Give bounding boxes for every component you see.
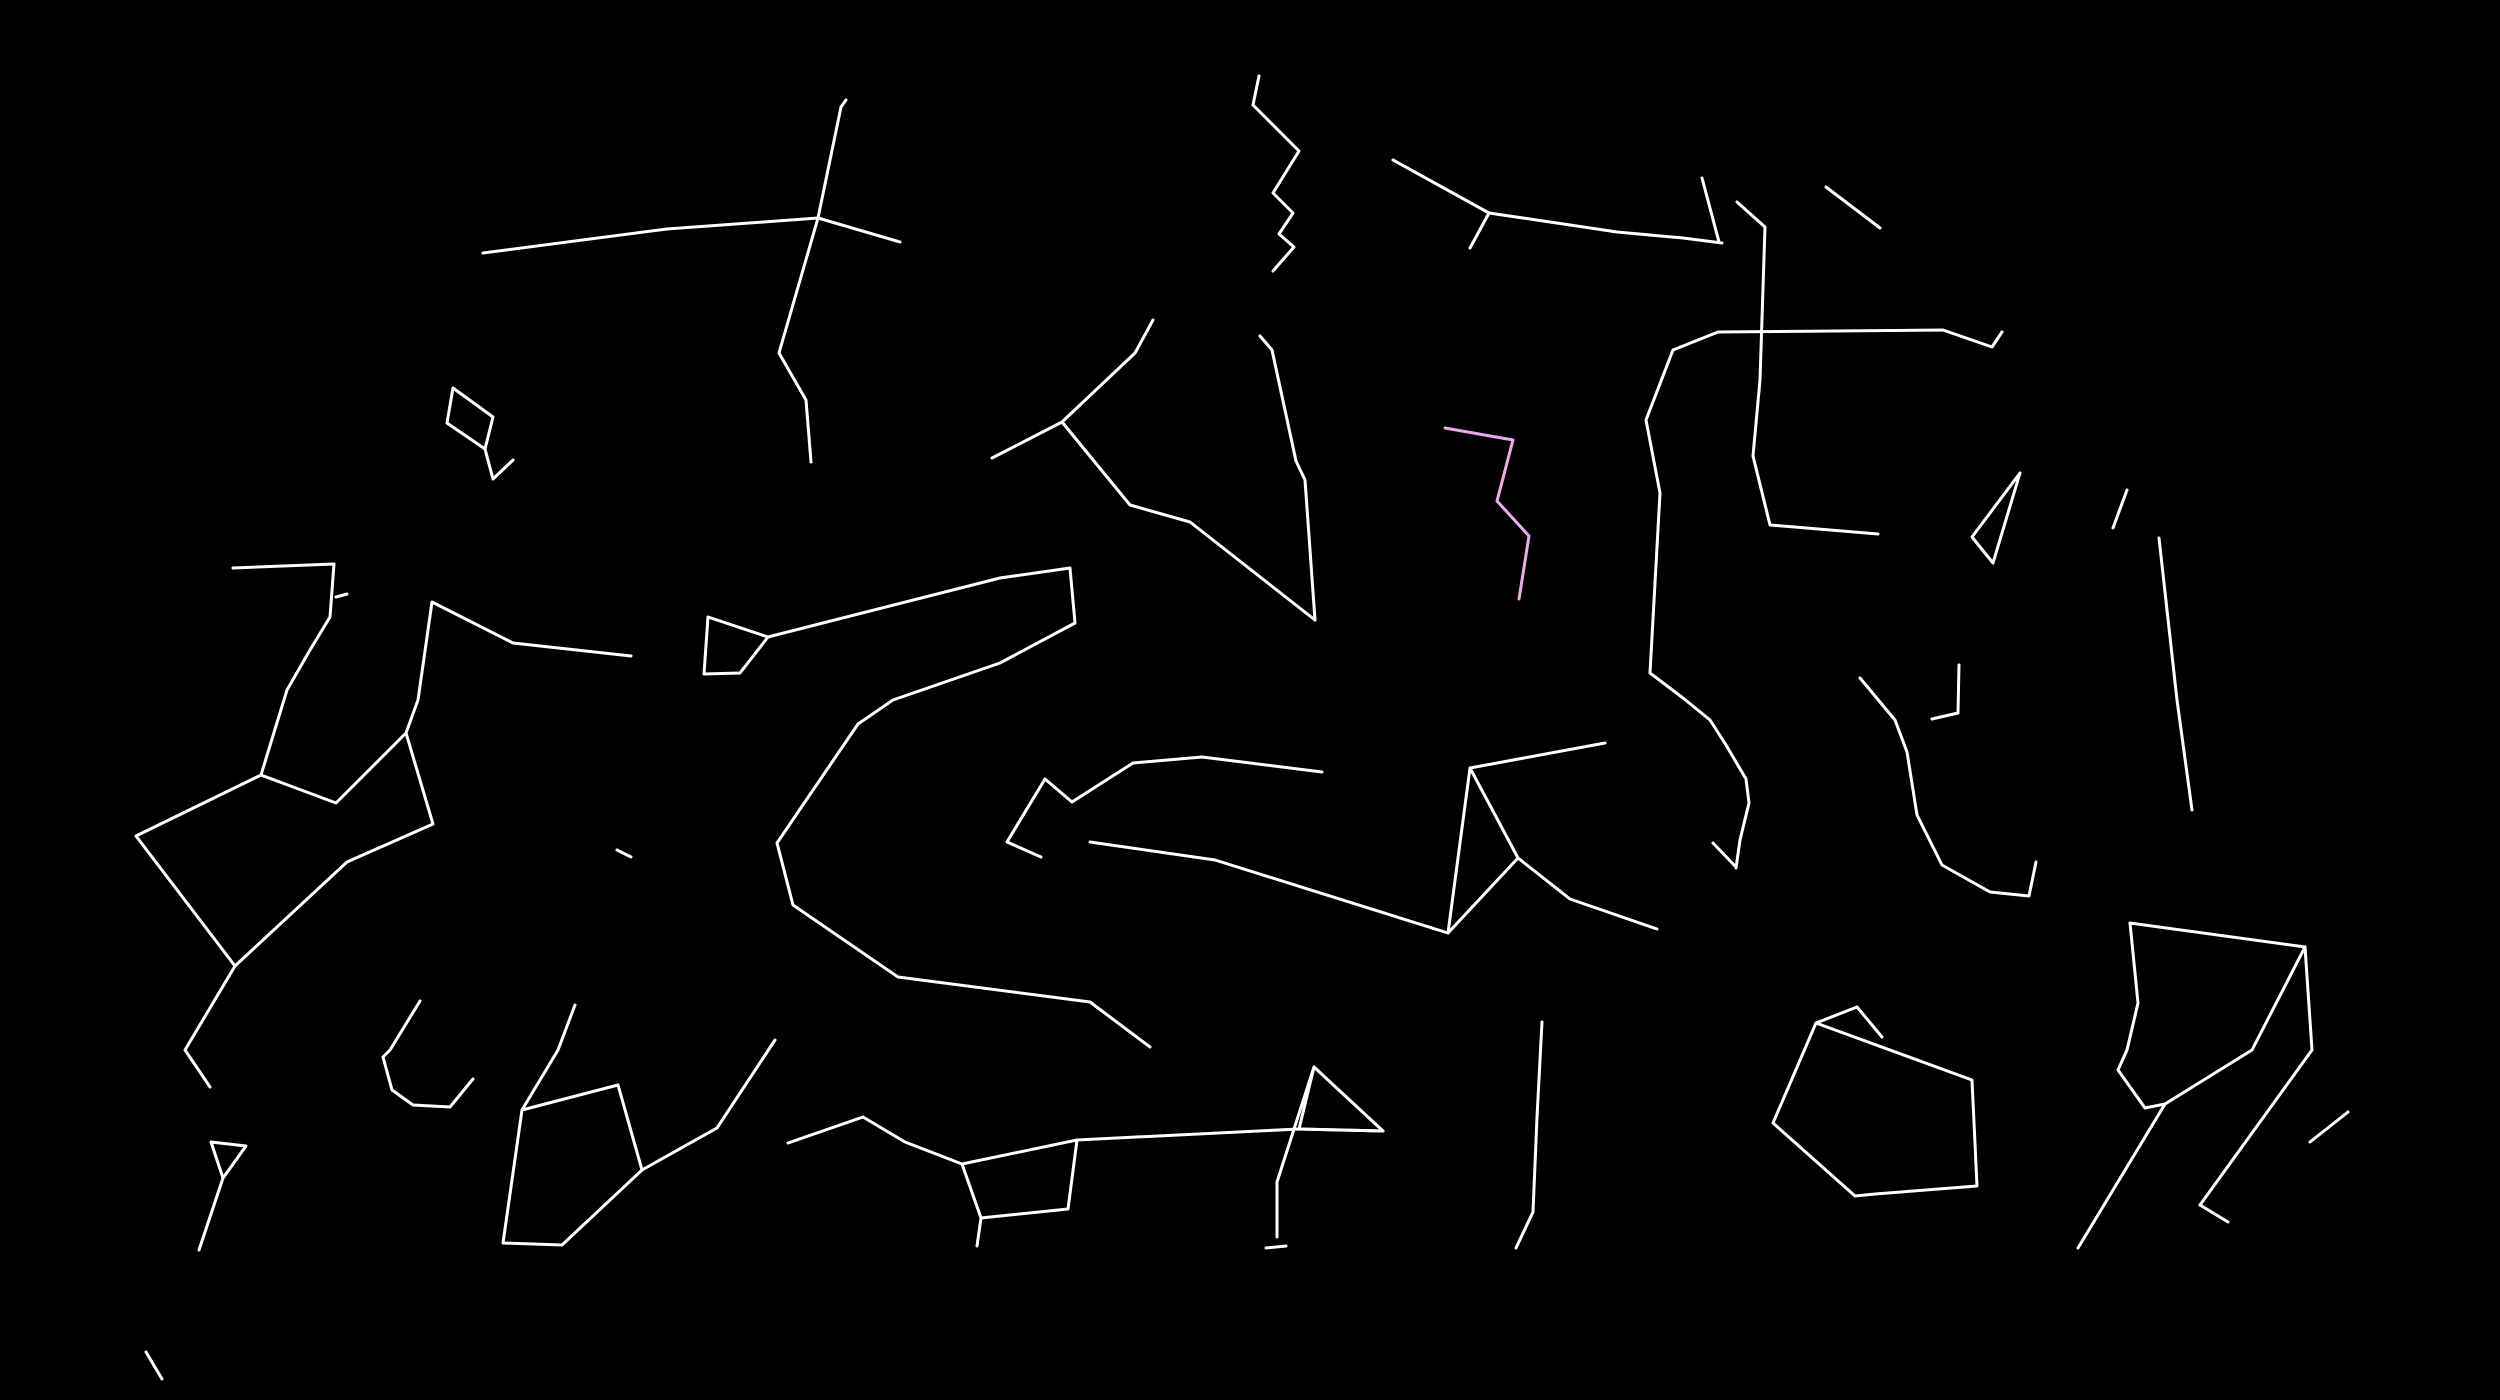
left-peak-tick (334, 592, 349, 599)
right-triangle (1970, 471, 2022, 565)
bottom-left-corner-dash (144, 1350, 164, 1381)
small-flag-left-tail (197, 1176, 225, 1252)
x-cross-horizontal-line (481, 216, 902, 255)
top-steep-dash (1700, 176, 1721, 244)
small-flag-left-triangle (209, 1140, 248, 1180)
trapezoid-long-tail (2076, 1102, 2167, 1250)
trapezoid-top-edge (2128, 921, 2307, 949)
x-cross-vertical-line (777, 98, 848, 464)
center-vertical-line (1514, 1020, 1544, 1250)
claw-zigzag (1005, 761, 1135, 859)
right-wavy-vertical (1735, 200, 1880, 536)
top-curve-branch (1468, 211, 1491, 250)
clamp-diagonal-arm (640, 1038, 777, 1172)
c-hook-bottom-left (381, 999, 475, 1109)
arrow-pentagon-head (702, 615, 770, 676)
left-v-apex-line (404, 600, 633, 735)
right-j-hook (1858, 676, 2038, 898)
sail-spur (1468, 741, 1607, 770)
top-right-dash (1824, 185, 1882, 230)
claw-peak-line (990, 318, 1155, 460)
trapezoid-side-tick (2308, 1110, 2350, 1144)
trapezoid-inner-diagonal (2163, 945, 2307, 1106)
far-right-long-line (2157, 536, 2194, 812)
sail-long-baseline (1088, 840, 1450, 935)
boot-pentagon (1771, 1021, 1979, 1198)
right-hook-tick (1711, 841, 1737, 868)
golf-flag-triangle (1297, 1065, 1385, 1133)
golf-flag-pole (1275, 1065, 1316, 1239)
claw-bottom-line (1131, 755, 1324, 774)
small-l-bracket (1930, 663, 1961, 721)
sail-triangle (1446, 766, 1520, 935)
right-megaline-checkmark (1644, 328, 2004, 870)
right-short-dash (2111, 488, 2129, 530)
boot-spur (1814, 1005, 1859, 1025)
sail-tail (1516, 856, 1659, 931)
claw-descent-line (1060, 420, 1317, 622)
boot-flick (1855, 1005, 1884, 1039)
clamp-pentagon (501, 1083, 644, 1247)
left-peak-line (231, 562, 336, 777)
boat-quad-tail (975, 1216, 983, 1248)
trapezoid-right-edge (2198, 945, 2314, 1207)
claw-right-arm (1258, 334, 1317, 622)
trapezoid-left-edge (2116, 921, 2167, 1110)
arrow-mega-curve (766, 566, 1152, 1049)
left-pentagon (134, 731, 435, 968)
trapezoid-foot (2198, 1203, 2230, 1224)
lightning-zigzag (1251, 74, 1301, 273)
left-pentagon-descender (183, 964, 237, 1089)
center-small-dash (615, 848, 633, 859)
boat-quad (960, 1138, 1079, 1220)
boat-tent-line (786, 1115, 964, 1166)
clamp-pentagon-spur (520, 1003, 577, 1112)
small-quad-topleft (445, 386, 495, 451)
top-long-curve (1391, 158, 1724, 245)
golf-flag-foot (1264, 1244, 1288, 1250)
pink-zigzag (1443, 426, 1531, 601)
small-quad-tail (483, 447, 515, 481)
